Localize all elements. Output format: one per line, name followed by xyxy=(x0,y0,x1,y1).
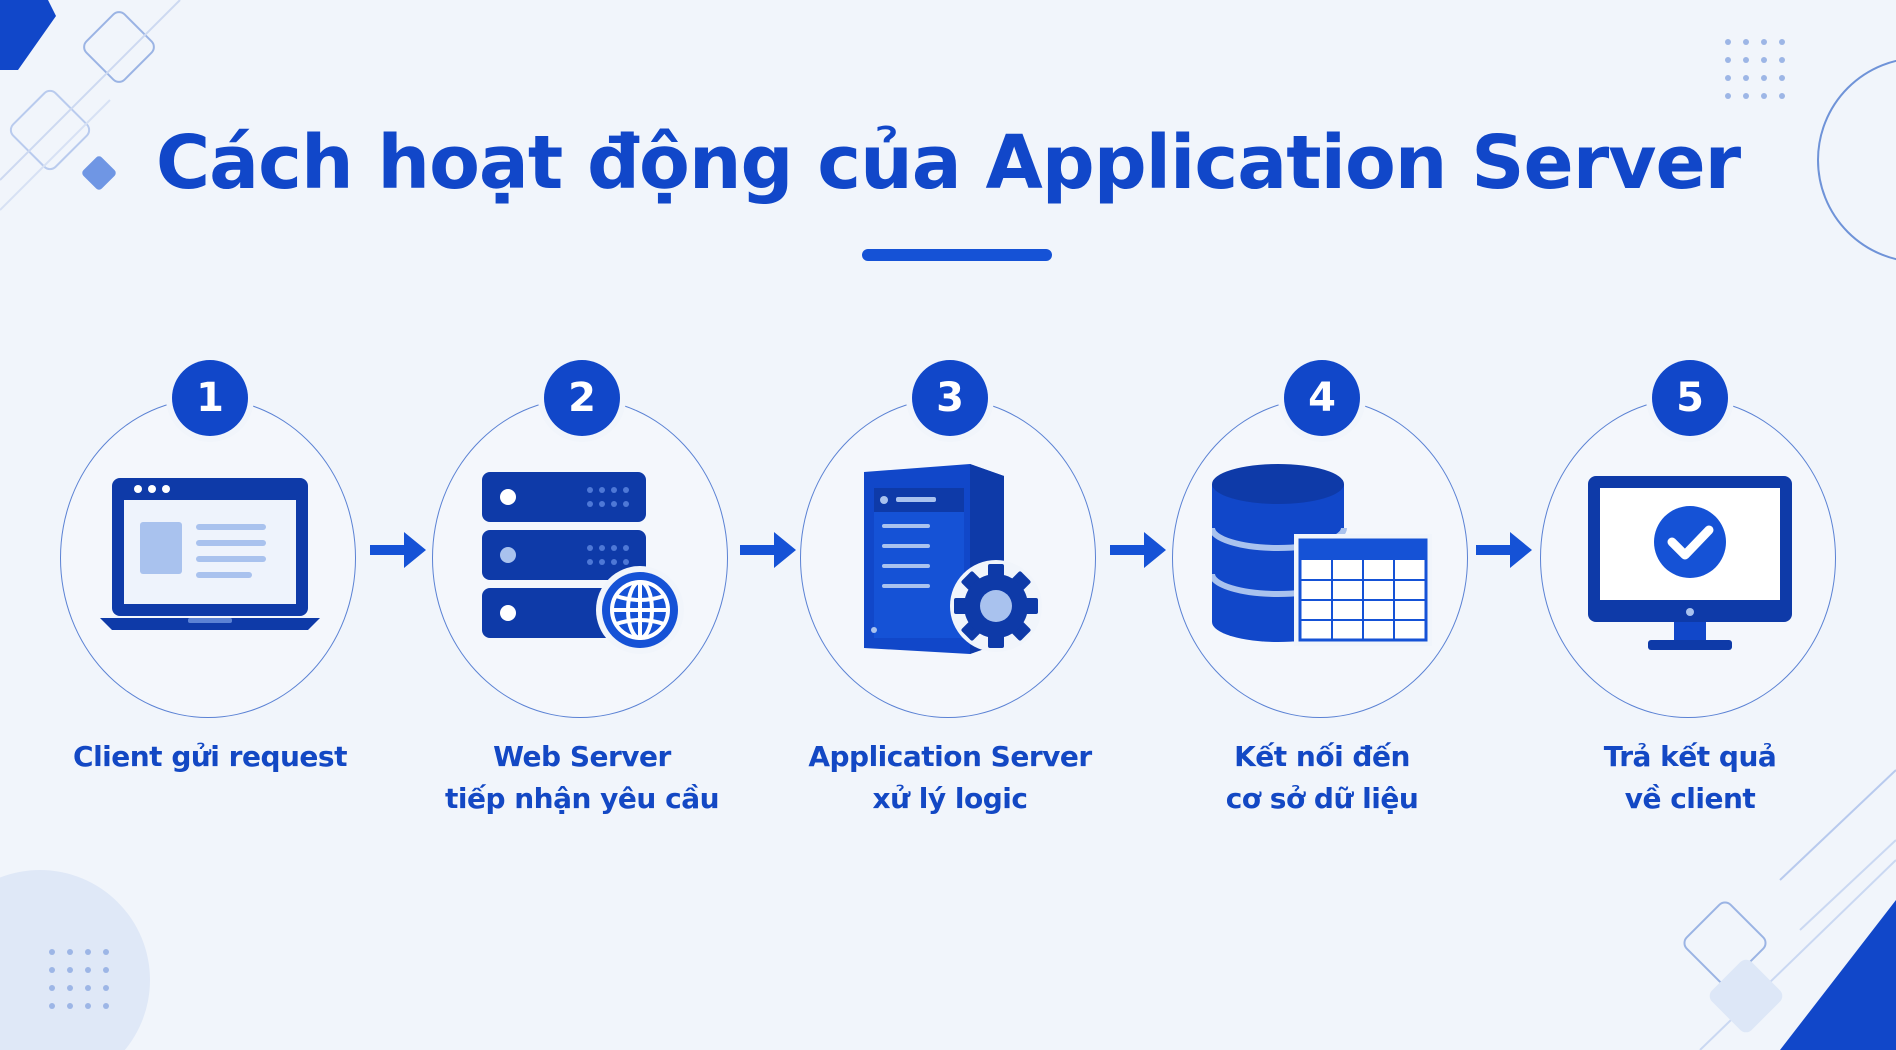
step-2: 2 Web Server tiếp nhận yêu cầu xyxy=(432,360,732,820)
step-number-badge: 3 xyxy=(912,360,988,436)
arrow-right-icon xyxy=(1476,532,1532,568)
arrow-right-icon xyxy=(740,532,796,568)
step-label: Trả kết quả về client xyxy=(1603,740,1777,815)
title-underline xyxy=(862,249,1052,261)
step-3: 3 Application S xyxy=(800,360,1100,820)
arrow-right-icon xyxy=(370,532,426,568)
step-label: Application Server xử lý logic xyxy=(808,740,1092,815)
step-label: Kết nối đến cơ sở dữ liệu xyxy=(1225,740,1419,815)
laptop-icon xyxy=(100,478,320,630)
arrow-right-icon xyxy=(1110,532,1166,568)
step-4: 4 Kết nối đến cơ sở dữ liệu xyxy=(1172,360,1472,820)
server-gear-icon xyxy=(864,464,1042,654)
step-number-badge: 4 xyxy=(1284,360,1360,436)
step-number-badge: 2 xyxy=(544,360,620,436)
database-table-icon xyxy=(1212,464,1432,646)
step-label: Web Server tiếp nhận yêu cầu xyxy=(444,740,720,815)
monitor-check-icon xyxy=(1588,476,1792,650)
step-5: 5 Trả kết quả về client xyxy=(1540,360,1840,820)
step-number-badge: 1 xyxy=(172,360,248,436)
step-1: 1 Client gửi request xyxy=(60,360,360,820)
web-server-globe-icon xyxy=(482,472,684,654)
page-title: Cách hoạt động của Application Server xyxy=(155,120,1741,206)
step-number-badge: 5 xyxy=(1652,360,1728,436)
step-label: Client gửi request xyxy=(73,740,347,773)
